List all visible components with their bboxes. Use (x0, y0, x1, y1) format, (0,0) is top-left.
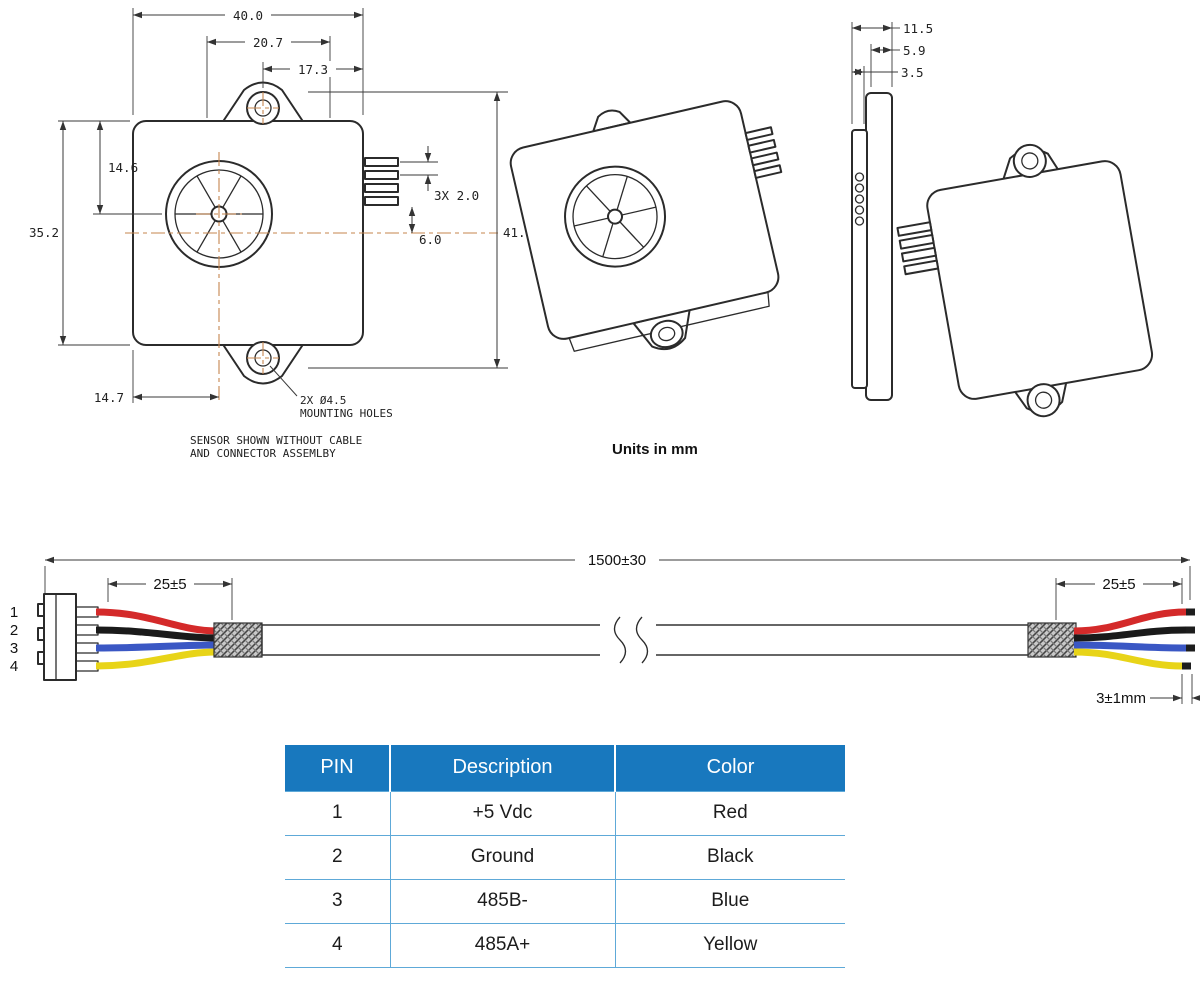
wire-black-left (95, 626, 217, 642)
iso-fan-port (564, 165, 667, 268)
wire-blue-left (95, 641, 217, 652)
table-row: 1 +5 Vdc Red (285, 790, 845, 835)
cell-pin: 1 (285, 790, 390, 835)
dim-tip-length: 3±1mm (1096, 674, 1200, 707)
table-row: 2 Ground Black (285, 834, 845, 879)
table-header-row: PIN Description Color (285, 745, 845, 791)
left-wires (95, 608, 217, 670)
side-dimensions: 11.5 5.9 3.5 (851, 21, 933, 124)
cable-break-symbol (600, 616, 656, 664)
cell-description: 485B- (389, 878, 615, 923)
cell-color: Black (614, 834, 845, 879)
table-row: 4 485A+ Yellow (285, 922, 845, 968)
header-pin: PIN (285, 745, 390, 791)
cell-pin: 2 (285, 834, 390, 879)
drawing-note-line2: AND CONNECTOR ASSEMLBY (190, 447, 336, 460)
dim-label-14-7: 14.7 (94, 390, 124, 405)
back-pins (896, 221, 940, 276)
cell-pin: 4 (285, 922, 390, 968)
pin-table: PIN Description Color 1 +5 Vdc Red 2 Gro… (285, 745, 845, 968)
wire-red-right (1073, 608, 1187, 635)
front-dimensions: 40.0 20.7 17.3 14.6 35.2 (29, 7, 538, 460)
cell-pin: 3 (285, 878, 390, 923)
cell-color: Red (614, 790, 845, 835)
dim-label-strip-left: 25±5 (153, 576, 186, 593)
wire-blue-right (1073, 641, 1187, 652)
cell-description: 485A+ (389, 922, 615, 968)
table-row: 3 485B- Blue (285, 878, 845, 923)
callout-mounting-holes-line2: MOUNTING HOLES (300, 407, 393, 420)
braid-sleeve-left (213, 622, 263, 658)
header-color: Color (614, 745, 845, 791)
units-note: Units in mm (612, 441, 698, 458)
cell-description: Ground (389, 834, 615, 879)
cell-description: +5 Vdc (389, 790, 615, 835)
back-view (896, 143, 1154, 418)
cell-color: Yellow (614, 922, 845, 968)
iso-pins (744, 126, 783, 179)
side-contacts (854, 172, 865, 226)
dim-label-6-0: 6.0 (419, 232, 442, 247)
pin-label-1: 1 (10, 604, 18, 621)
header-description: Description (389, 745, 615, 791)
dim-label-3-5: 3.5 (901, 65, 924, 80)
dim-label-hole-offset: 20.7 (253, 35, 283, 50)
drawing-note-line1: SENSOR SHOWN WITHOUT CABLE (190, 434, 362, 447)
dim-label-pin-pitch: 3X 2.0 (434, 188, 479, 203)
front-view: 40.0 20.7 17.3 14.6 35.2 (29, 7, 545, 460)
sensor-pins (364, 157, 399, 206)
wire-yellow-left (95, 648, 217, 670)
cable-drawing: 1500±30 1 2 3 4 (10, 551, 1200, 707)
pin-label-3: 3 (10, 640, 18, 657)
dim-total-length: 1500±30 (44, 551, 1191, 600)
dim-label-height: 35.2 (29, 225, 59, 240)
wire-yellow-right (1073, 648, 1183, 670)
dim-label-tip: 3±1mm (1096, 690, 1146, 707)
dim-label-strip-right: 25±5 (1102, 576, 1135, 593)
dim-label-width: 40.0 (233, 8, 263, 23)
side-view: 11.5 5.9 3.5 (851, 21, 933, 401)
dim-label-total-length: 1500±30 (588, 552, 646, 569)
dim-label-11-5: 11.5 (903, 21, 933, 36)
right-wires (1073, 608, 1195, 670)
iso-view (509, 100, 783, 352)
braid-sleeve-right (1027, 622, 1077, 658)
callout-mounting-holes-line1: 2X Ø4.5 (300, 394, 346, 407)
pin-label-2: 2 (10, 622, 18, 639)
dim-label-14-6: 14.6 (108, 160, 138, 175)
sensor-drawing: 40.0 20.7 17.3 14.6 35.2 (29, 7, 1154, 460)
stripped-tip-black (1186, 626, 1195, 634)
cable-pin-labels: 1 2 3 4 (10, 604, 18, 675)
stripped-tip-red (1186, 608, 1195, 616)
dim-strip-left: 25±5 (107, 576, 233, 620)
cell-color: Blue (614, 878, 845, 923)
pin-label-4: 4 (10, 658, 18, 675)
dim-label-5-9: 5.9 (903, 43, 926, 58)
wire-black-right (1073, 626, 1187, 642)
stripped-tip-blue (1186, 644, 1195, 652)
cable-connector (37, 593, 99, 681)
wire-red-left (95, 608, 217, 635)
dim-label-17-3: 17.3 (298, 62, 328, 77)
stripped-tip-yellow (1182, 662, 1191, 670)
centerlines (125, 92, 545, 403)
dim-strip-right: 25±5 (1055, 576, 1183, 620)
